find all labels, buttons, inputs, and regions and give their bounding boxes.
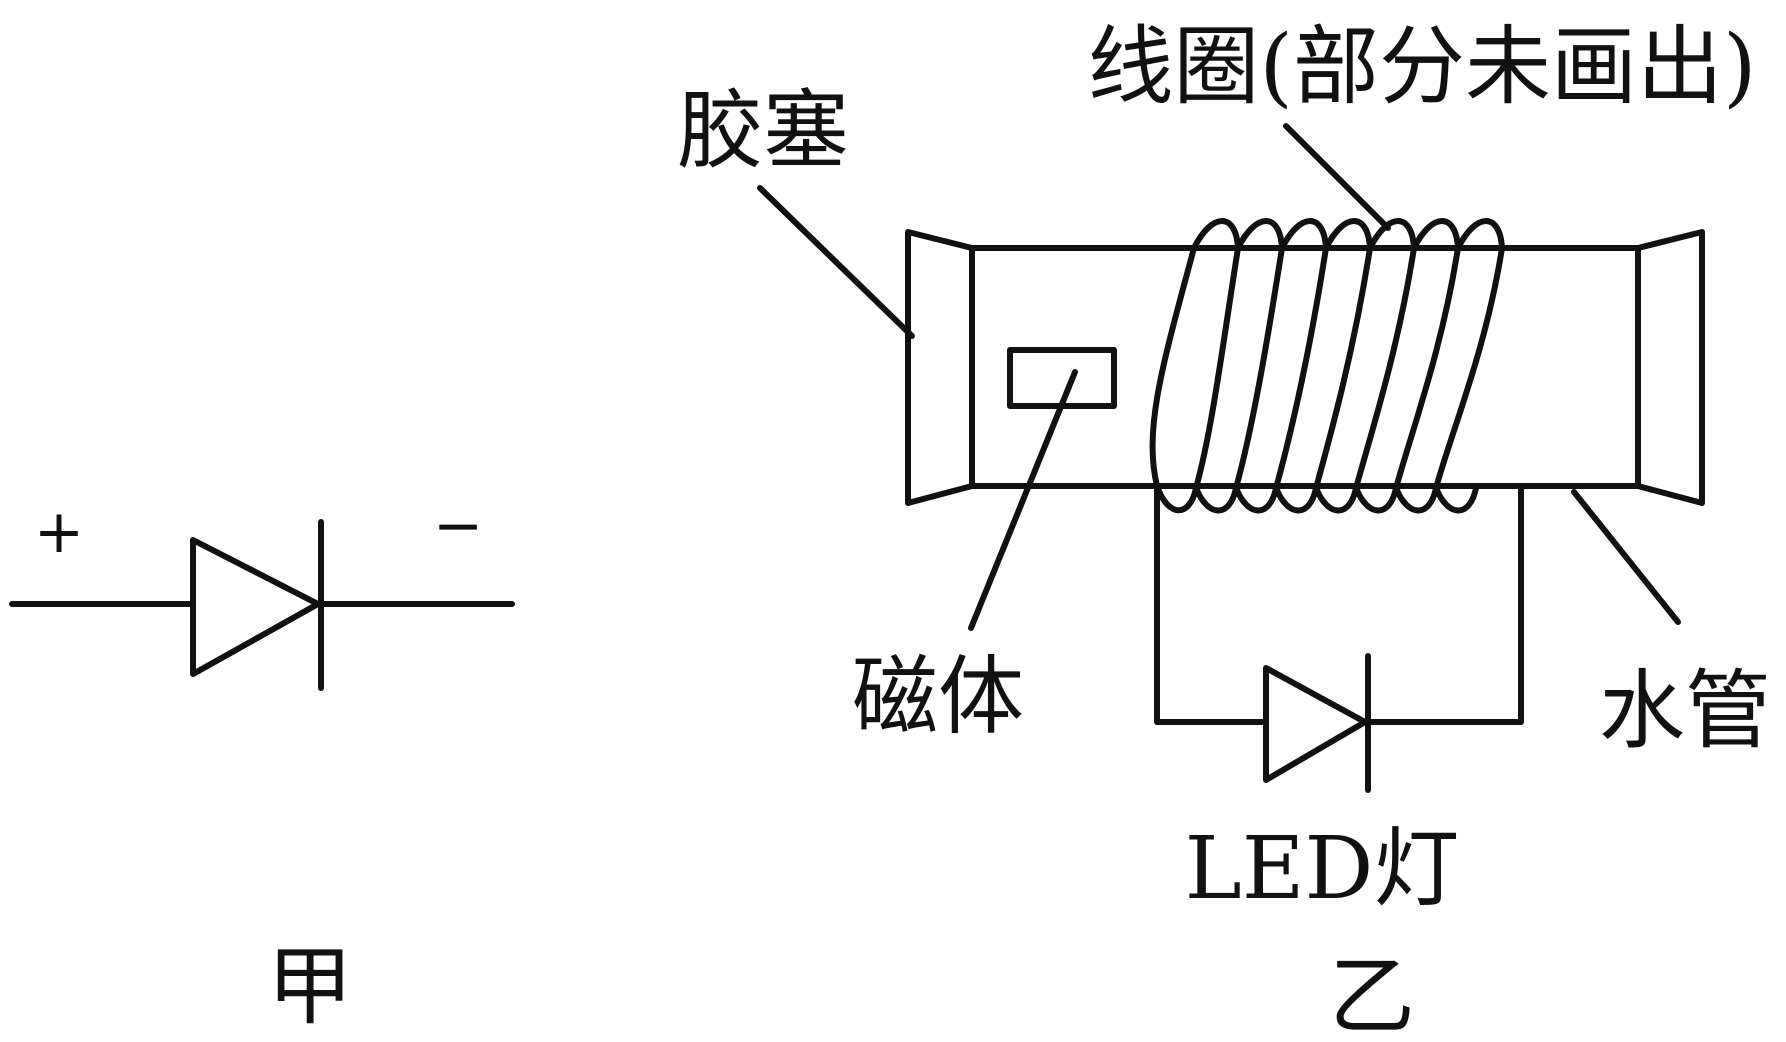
pipe-label: 水管 [1599, 661, 1771, 761]
circuit-led-triangle [1263, 665, 1368, 783]
magnet-leader [968, 369, 1078, 631]
right-stopper [1635, 229, 1705, 506]
plus-sign: + [34, 497, 84, 567]
led-label: LED灯 [1185, 819, 1460, 919]
left-stopper [905, 229, 975, 506]
coil [1149, 218, 1505, 514]
magnet-label: 磁体 [852, 647, 1024, 747]
caption-b: 乙 [1329, 947, 1415, 1042]
coil-label: 线圈(部分未画出) [1087, 17, 1756, 117]
caption-a: 甲 [267, 937, 353, 1037]
stopper-leader [757, 185, 915, 339]
stopper-label: 胶塞 [677, 81, 849, 181]
water-pipe [969, 245, 1641, 489]
minus-sign: − [433, 491, 483, 561]
circuit-wire-left [1154, 483, 1265, 725]
circuit-wire-right [1365, 483, 1524, 725]
led-triangle [190, 537, 321, 677]
coil-leader [1283, 123, 1391, 231]
figure-a-led-symbol [9, 519, 515, 691]
pipe-leader [1571, 489, 1681, 625]
led-circuit [1154, 483, 1524, 793]
